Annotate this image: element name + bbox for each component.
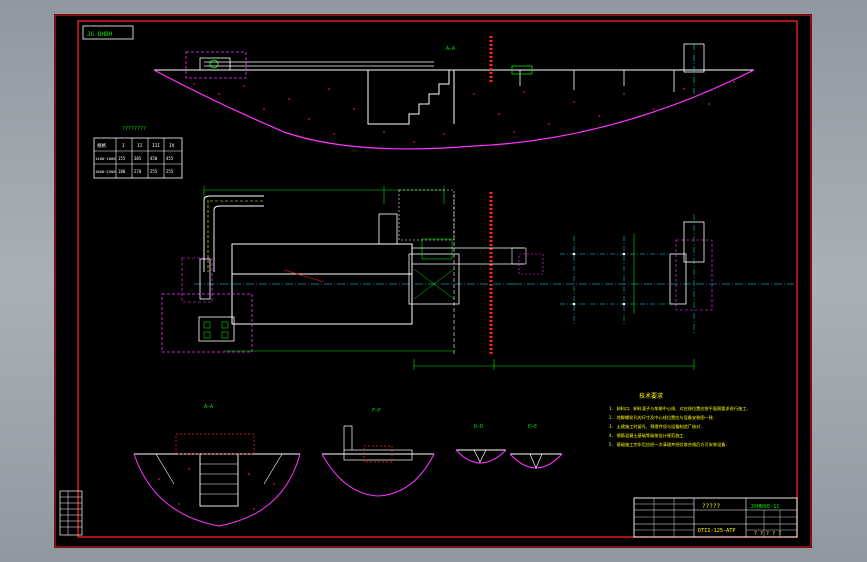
technical-notes: 技术要求 1. 卸料口、卸料溜子与车辆中心线、对应线位置应按平面图要求进行施工.… [609, 392, 749, 448]
svg-text:IV: IV [169, 143, 175, 149]
svg-text:255: 255 [166, 169, 174, 174]
svg-text:? ? ? ? ?: ? ? ? ? ? [754, 531, 781, 537]
outer-frame [54, 14, 812, 548]
section-views: A—A F—F D—D E—E [133, 404, 563, 527]
drive-unit-outline [185, 51, 247, 79]
svg-text:180: 180 [118, 169, 126, 174]
drive-foundation [161, 293, 253, 353]
svg-text:III: III [152, 143, 160, 149]
conveyor-frame [231, 243, 413, 275]
svg-text:1800~2500: 1800~2500 [95, 169, 116, 174]
svg-text:305: 305 [134, 156, 142, 161]
title-block: ????? JXHB00-1C DTII-125-ATP ? ? ? ? ? [633, 497, 798, 538]
revision-table [59, 490, 83, 536]
svg-text:????????: ???????? [122, 126, 146, 132]
pit-outline [367, 70, 450, 125]
elevation-view: A—A [153, 36, 755, 150]
svg-text:2. 地脚螺栓孔的尺寸及中心线位置应与设备安装图一致.: 2. 地脚螺栓孔的尺寸及中心线位置应与设备安装图一致. [609, 414, 715, 421]
earth-hatch [193, 81, 735, 143]
svg-text:5. 基础施工完毕后应经一次清理并经验收合格后方可安装设备.: 5. 基础施工完毕后应经一次清理并经验收合格后方可安装设备. [609, 441, 728, 448]
svg-text:?????: ????? [702, 503, 720, 510]
earth-profile [153, 69, 755, 150]
idler-supports [519, 70, 675, 92]
drawing-canvas[interactable]: JG-BHBH A—A [54, 14, 812, 548]
drawing-tag: JG-BHBH [87, 31, 113, 38]
svg-text:155: 155 [118, 156, 126, 161]
tag-box [82, 25, 134, 40]
plan-view [161, 186, 794, 370]
svg-text:1. 卸料口、卸料溜子与车辆中心线、对应线位置应按平面图要求: 1. 卸料口、卸料溜子与车辆中心线、对应线位置应按平面图要求进行施工. [609, 405, 749, 412]
svg-text:II: II [137, 143, 143, 149]
svg-text:规格: 规格 [97, 142, 106, 149]
cad-drawing: JG-BHBH A—A [54, 14, 812, 548]
spec-table: ???????? 规格 I II III IV 1400~1800 155 30… [93, 126, 183, 179]
svg-text:D—D: D—D [474, 424, 483, 430]
svg-text:1400~1800: 1400~1800 [95, 156, 116, 161]
svg-text:455: 455 [166, 156, 174, 161]
section-label-top: A—A [446, 46, 455, 52]
svg-text:450: 450 [150, 156, 158, 161]
svg-text:255: 255 [150, 169, 158, 174]
svg-text:I: I [122, 143, 125, 149]
svg-text:3. 土建施工时留孔、预埋件须与设备制造厂核对.: 3. 土建施工时留孔、预埋件须与设备制造厂核对. [609, 423, 703, 430]
bolt-grid [560, 236, 674, 324]
svg-text:DTII-125-ATP: DTII-125-ATP [698, 528, 735, 534]
svg-text:F—F: F—F [372, 408, 381, 414]
svg-text:4. 钢筋混凝土基础等级按设计规范施工.: 4. 钢筋混凝土基础等级按设计规范施工. [609, 432, 686, 439]
svg-text:技术要求: 技术要求 [639, 392, 663, 400]
svg-text:A—A: A—A [204, 404, 213, 410]
inner-frame [77, 20, 798, 538]
svg-text:E—E: E—E [528, 424, 537, 430]
svg-text:JXHB00-1C: JXHB00-1C [750, 504, 780, 510]
svg-text:270: 270 [134, 169, 142, 174]
